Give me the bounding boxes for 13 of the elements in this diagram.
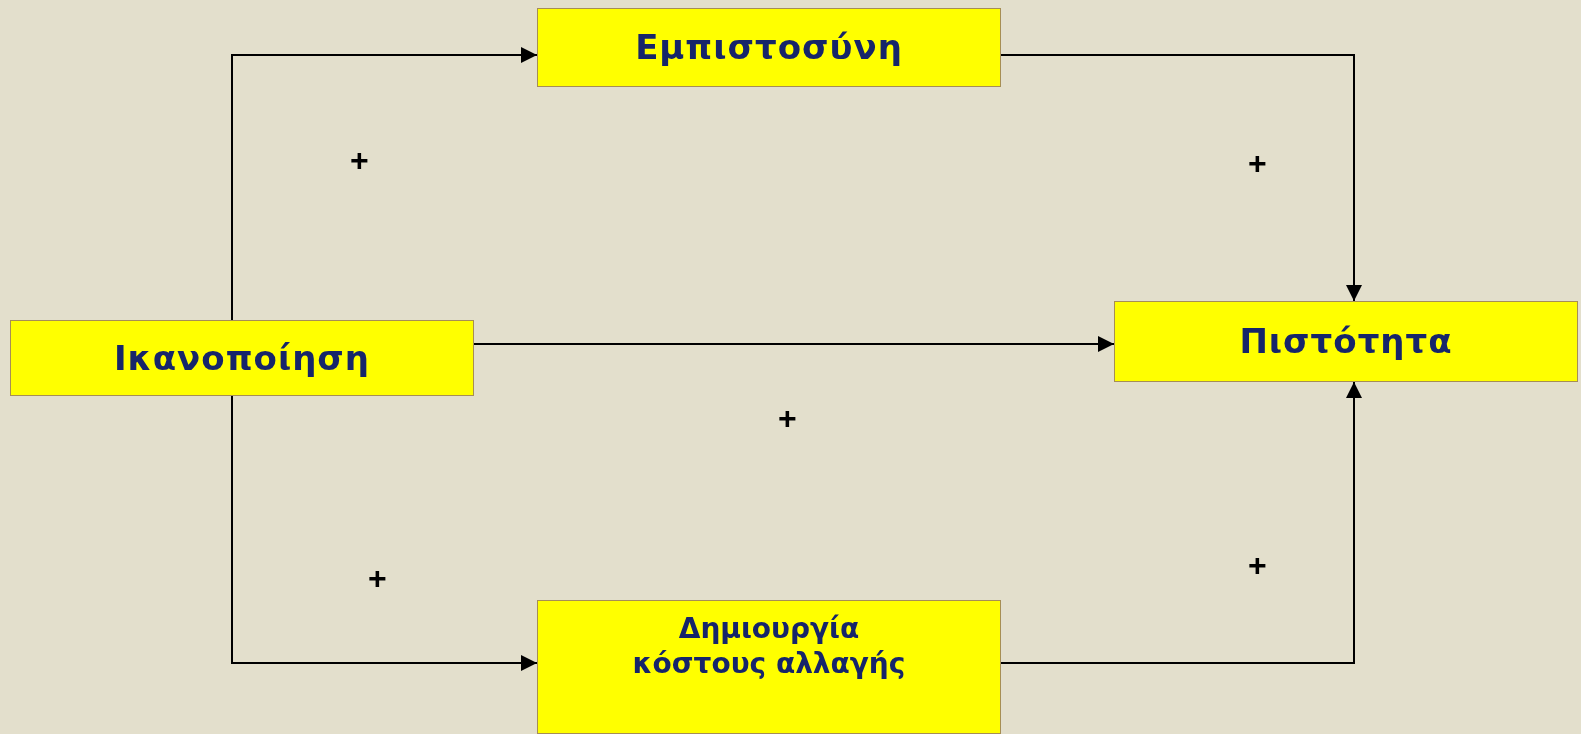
arrow [1000,381,1362,664]
arrow [473,336,1115,352]
arrow [231,47,538,321]
arrow [231,395,538,671]
box-label: Πιστότητα [1239,320,1453,363]
box-label: Ικανοποίηση [113,336,371,380]
arrow [1000,54,1362,302]
concept-box [10,320,474,396]
concept-box [1114,301,1578,382]
box-label: Δημιουργία κόστους αλλαγής [631,611,907,681]
concept-box [537,8,1001,87]
box-label: Εμπιστοσύνη [635,26,903,69]
concept-box [537,600,1001,734]
